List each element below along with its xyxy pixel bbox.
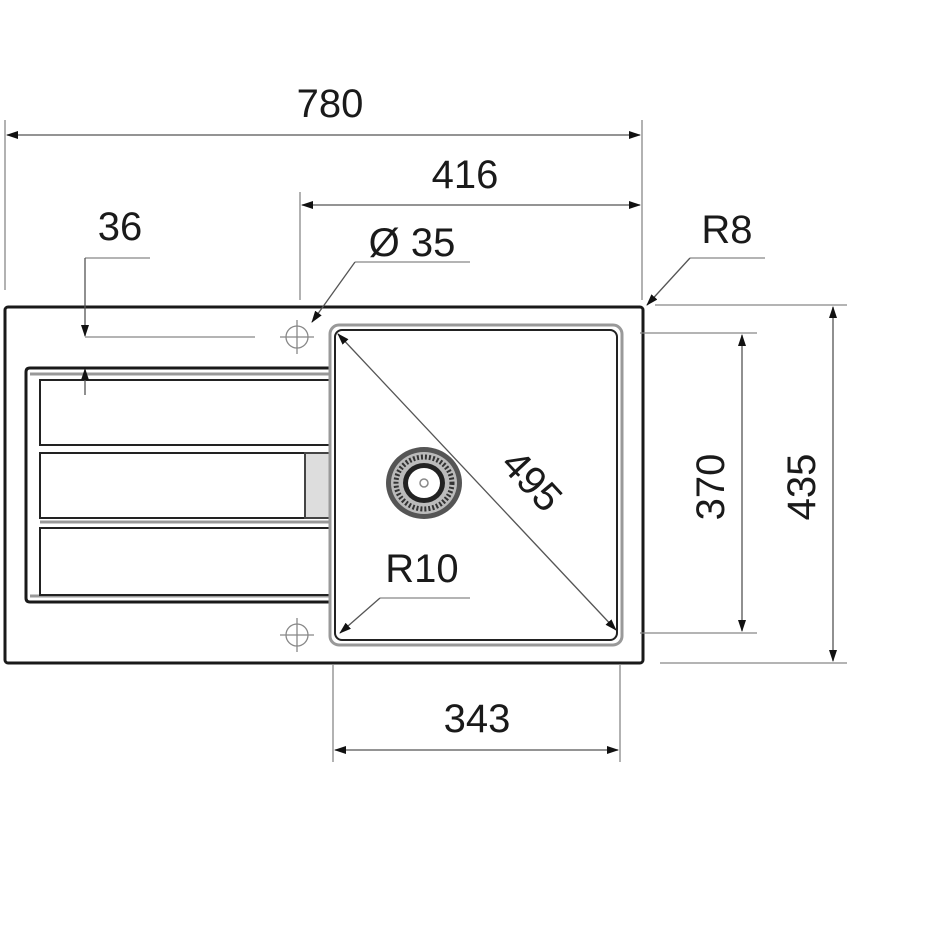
label-r10: R10 <box>385 547 458 591</box>
dimension-36: 36 <box>81 205 255 395</box>
dimension-370: 370 <box>640 332 757 634</box>
label-343: 343 <box>444 697 511 741</box>
drain-icon <box>386 447 462 519</box>
dimension-416: 416 <box>299 153 641 300</box>
label-r8: R8 <box>701 208 752 252</box>
drainer-groove-2 <box>39 452 306 519</box>
label-780: 780 <box>297 82 364 126</box>
label-370: 370 <box>689 454 733 521</box>
dimension-tap-hole: Ø 35 <box>311 221 470 323</box>
bowl <box>328 323 624 647</box>
label-tap-hole: Ø 35 <box>369 221 456 265</box>
label-36: 36 <box>98 205 143 249</box>
drainer <box>24 366 331 604</box>
label-495: 495 <box>493 442 571 521</box>
dimension-r8: R8 <box>646 208 765 306</box>
dimension-435: 435 <box>655 304 847 664</box>
drainer-groove-3 <box>39 527 331 596</box>
tap-hole-bottom <box>280 618 314 652</box>
dimension-780: 780 <box>4 82 643 300</box>
label-435: 435 <box>780 454 824 521</box>
dimension-343: 343 <box>332 665 621 762</box>
dimension-495: 495 <box>337 333 617 631</box>
tap-hole-top <box>280 320 314 354</box>
drainer-groove-1 <box>39 379 331 446</box>
dimension-r10: R10 <box>339 547 470 634</box>
label-416: 416 <box>432 153 499 197</box>
sink-outline <box>3 305 645 665</box>
